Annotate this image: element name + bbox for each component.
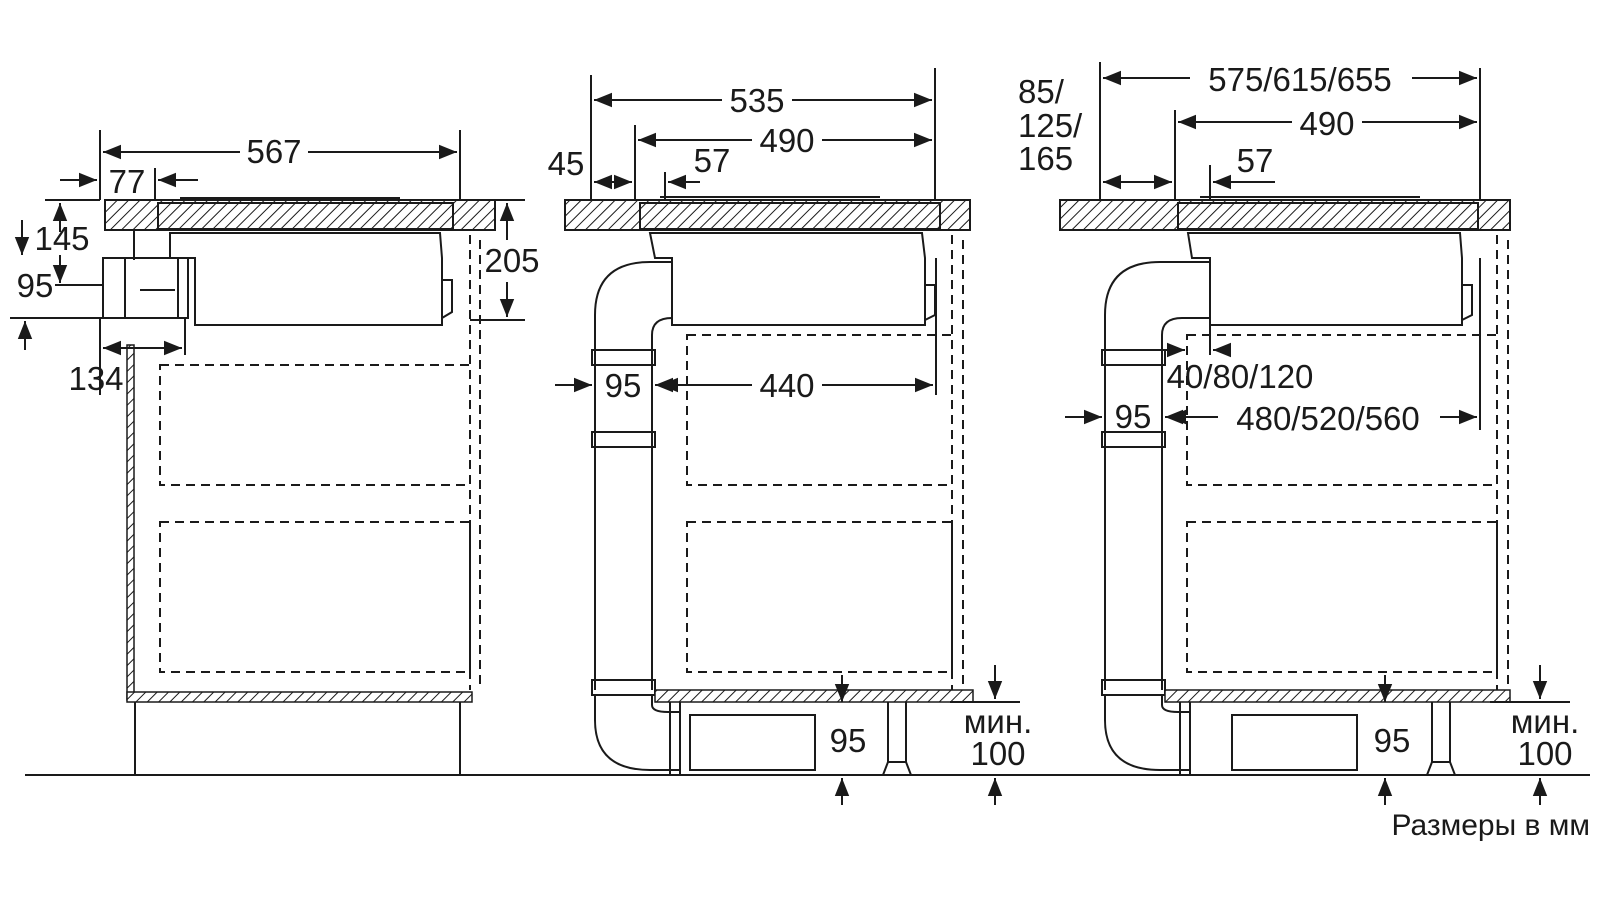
- dim-offset-line1: 85/: [1018, 73, 1065, 110]
- duct-elbow-bottom: [594, 695, 680, 771]
- dim-567: 567: [246, 133, 301, 170]
- drawer-lower: [1186, 521, 1498, 673]
- dim-145: 145: [34, 220, 89, 257]
- dim-offset-line2: 125/: [1018, 107, 1083, 144]
- hob-plate: [157, 202, 454, 230]
- duct-elbow-bottom: [1104, 695, 1190, 771]
- dim-535: 535: [729, 82, 784, 119]
- dim-95-plinth: 95: [830, 722, 867, 759]
- hob-body: [648, 232, 926, 326]
- side-view-3: 85/ 125/ 165 575/615/655 490 57 40/80/12…: [1018, 61, 1579, 805]
- units-caption: Размеры в мм: [1391, 809, 1590, 842]
- hob-plate: [639, 202, 941, 230]
- drawer-upper: [159, 364, 471, 486]
- worktop-section: [1059, 199, 1511, 231]
- hob-body: [169, 232, 443, 326]
- dim-45: 45: [548, 145, 585, 182]
- dim-95-plinth: 95: [1374, 722, 1411, 759]
- dim-min-label: мин.: [964, 703, 1033, 740]
- drawer-lower: [686, 521, 953, 673]
- drawer-upper: [1186, 334, 1498, 486]
- dim-min-100: 100: [1517, 735, 1572, 772]
- dim-440: 440: [759, 367, 814, 404]
- dim-480-520-560: 480/520/560: [1236, 400, 1420, 437]
- dim-134: 134: [68, 360, 123, 397]
- plinth-box: [1231, 714, 1358, 771]
- dim-min-100: 100: [970, 735, 1025, 772]
- dim-57: 57: [694, 142, 731, 179]
- cabinet-side-wall: [126, 344, 135, 701]
- dim-min-label: мин.: [1511, 703, 1580, 740]
- worktop-section: [104, 199, 496, 231]
- dim-offset-line3: 165: [1018, 140, 1073, 177]
- drawer-lower: [159, 521, 471, 673]
- dim-95-duct: 95: [1115, 398, 1152, 435]
- dim-205: 205: [484, 242, 539, 279]
- dim-95-duct: 95: [605, 367, 642, 404]
- cabinet-base: [654, 689, 974, 703]
- worktop-section: [564, 199, 971, 231]
- cabinet-base: [1164, 689, 1511, 703]
- hob-body: [1186, 232, 1463, 326]
- dim-490: 490: [1299, 105, 1354, 142]
- dim-77: 77: [109, 163, 146, 200]
- duct-connector: [102, 257, 189, 319]
- dim-40-80-120: 40/80/120: [1167, 358, 1314, 395]
- plinth-box: [689, 714, 816, 771]
- dim-490: 490: [759, 122, 814, 159]
- drawer-upper: [686, 334, 953, 486]
- side-view-1: 567 77 145 95 205 134: [10, 130, 540, 775]
- dim-57: 57: [1237, 142, 1274, 179]
- duct-elbow-top: [594, 261, 672, 350]
- cabinet-base: [126, 691, 473, 703]
- dim-95-duct: 95: [17, 267, 54, 304]
- hob-plate: [1177, 202, 1479, 230]
- duct-elbow-top: [1104, 261, 1210, 350]
- side-view-2: 535 490 45 57 95 440 95 мин. 100: [548, 68, 1033, 805]
- dim-575-615-655: 575/615/655: [1208, 61, 1392, 98]
